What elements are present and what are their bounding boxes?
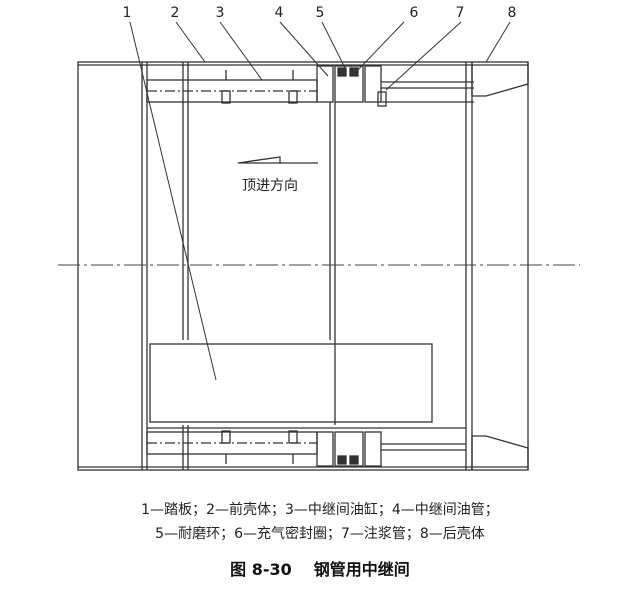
seal-block-top — [316, 65, 334, 103]
figure-caption: 图 8-30 钢管用中继间 — [0, 556, 640, 580]
outer-shell — [77, 61, 529, 471]
pipe-jacking-relay-diagram: 1 2 3 4 5 6 7 8 顶进方向 — [58, 5, 580, 471]
legend-line-1: 1—踏板；2—前壳体；3—中继间油缸；4—中继间油管； — [141, 502, 499, 518]
callout-2: 2 — [171, 5, 180, 21]
callout-4: 4 — [275, 5, 284, 21]
rear-shell-bottom — [471, 435, 529, 470]
seal-block-bottom — [316, 431, 334, 467]
callout-6: 6 — [410, 5, 419, 21]
rear-shell-top — [471, 62, 529, 97]
direction-arrow — [237, 156, 281, 164]
wear-ring-bottom — [334, 431, 364, 467]
tread-plate — [149, 343, 433, 423]
figure-number: 图 8-30 — [230, 560, 292, 579]
callout-7: 7 — [456, 5, 465, 21]
direction-label: 顶进方向 — [242, 178, 298, 194]
figure-title: 钢管用中继间 — [313, 560, 410, 579]
cylinder-bracket — [221, 90, 231, 104]
callout-1: 1 — [123, 5, 132, 21]
callout-8: 8 — [508, 5, 517, 21]
seal-block-bottom-2 — [364, 431, 382, 467]
wear-ring-top — [334, 65, 364, 103]
seal-block-top-2 — [364, 65, 382, 103]
cylinder-bracket-2 — [288, 90, 298, 104]
legend-line-2: 5—耐磨环；6—充气密封圈；7—注浆管；8—后壳体 — [155, 526, 485, 542]
callout-5: 5 — [316, 5, 325, 21]
callout-3: 3 — [216, 5, 225, 21]
